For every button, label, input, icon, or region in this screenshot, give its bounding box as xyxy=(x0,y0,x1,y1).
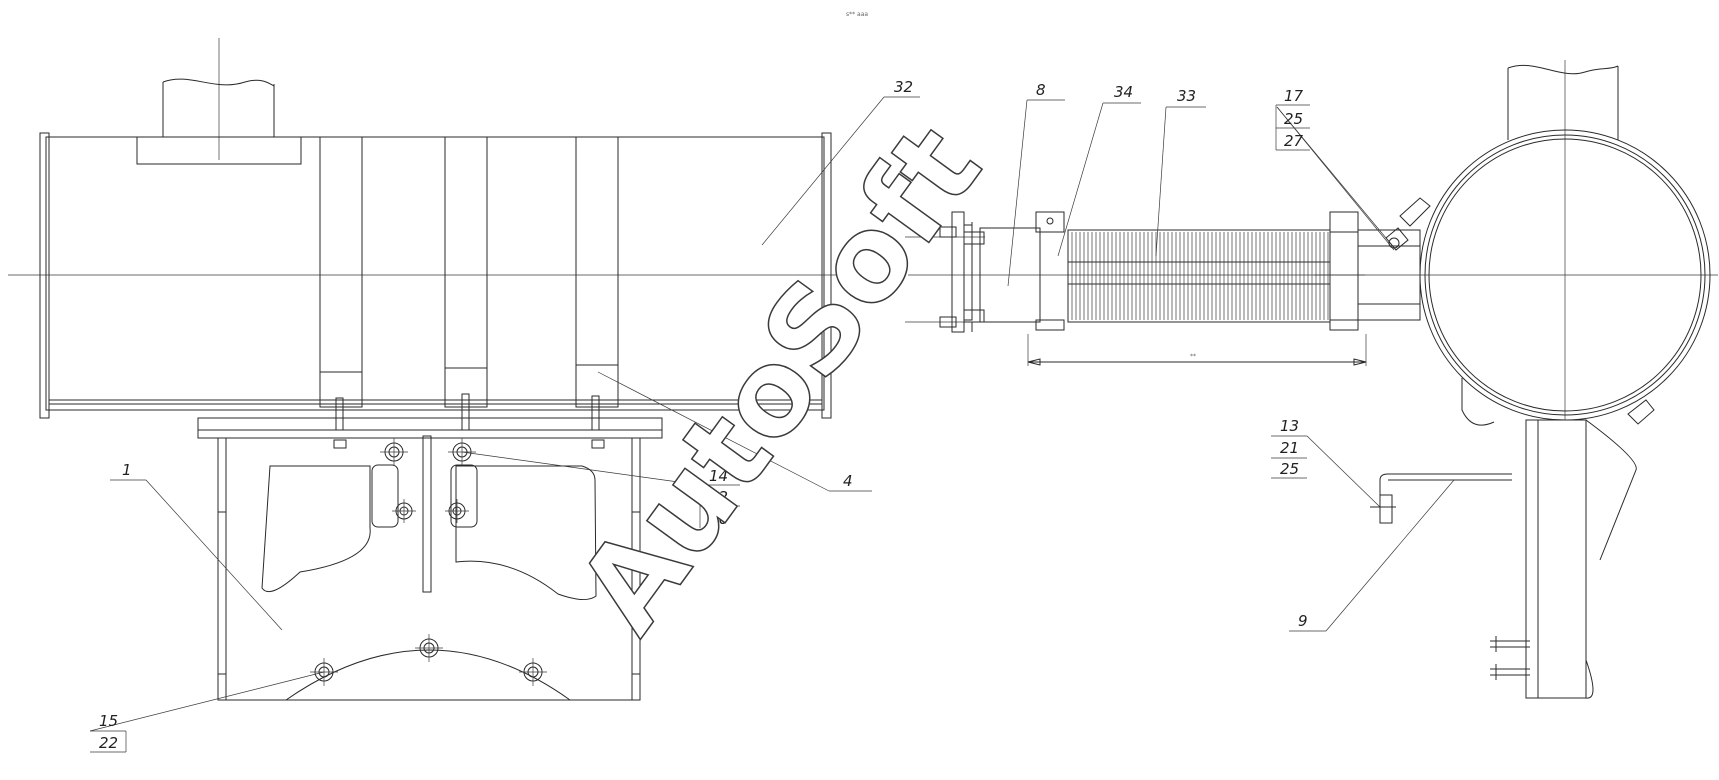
callout-13-25: 25 xyxy=(1280,460,1299,478)
dimension-line: ** xyxy=(1028,334,1366,366)
corrugated-hose xyxy=(1068,230,1330,322)
callout-32: 32 xyxy=(894,78,913,96)
callout-33: 33 xyxy=(1177,87,1196,105)
callout-13: 13 xyxy=(1280,417,1299,435)
clamp-hardware xyxy=(1386,198,1654,424)
callout-15: 15 xyxy=(99,712,118,730)
callout-9: 9 xyxy=(1298,612,1308,630)
support-rod xyxy=(1370,474,1512,523)
flex-pipe-view: ** xyxy=(905,212,1420,366)
watermark-text: AutoSoft xyxy=(551,101,1007,657)
flange xyxy=(940,212,984,332)
left-view xyxy=(8,38,855,700)
callout-8: 8 xyxy=(1036,81,1046,99)
callout-4: 4 xyxy=(843,472,853,490)
callout-34: 34 xyxy=(1114,83,1133,101)
muffler-body xyxy=(40,133,831,418)
callout-15-22: 22 xyxy=(99,734,118,752)
dimension-text: ** xyxy=(1190,353,1196,360)
muffler-end xyxy=(1420,130,1710,420)
callout-13-21: 21 xyxy=(1280,439,1299,457)
outlet-pipe xyxy=(1508,65,1618,140)
callout-14-26: 26 xyxy=(709,510,728,528)
bracket-right xyxy=(1462,378,1636,698)
callout-17-27: 27 xyxy=(1284,132,1304,150)
callout-14: 14 xyxy=(709,467,728,485)
callout-14-22: 22 xyxy=(709,488,728,506)
top-note: s** aaa xyxy=(846,11,868,18)
callout-1: 1 xyxy=(122,461,132,479)
callout-17: 17 xyxy=(1284,87,1304,105)
clamp-bands xyxy=(320,137,618,430)
bolts-left xyxy=(310,438,604,686)
right-view xyxy=(1314,60,1718,698)
callout-17-25: 25 xyxy=(1284,110,1303,128)
callouts: 32 8 34 33 17 25 27 4 14 22 26 xyxy=(90,78,1454,752)
